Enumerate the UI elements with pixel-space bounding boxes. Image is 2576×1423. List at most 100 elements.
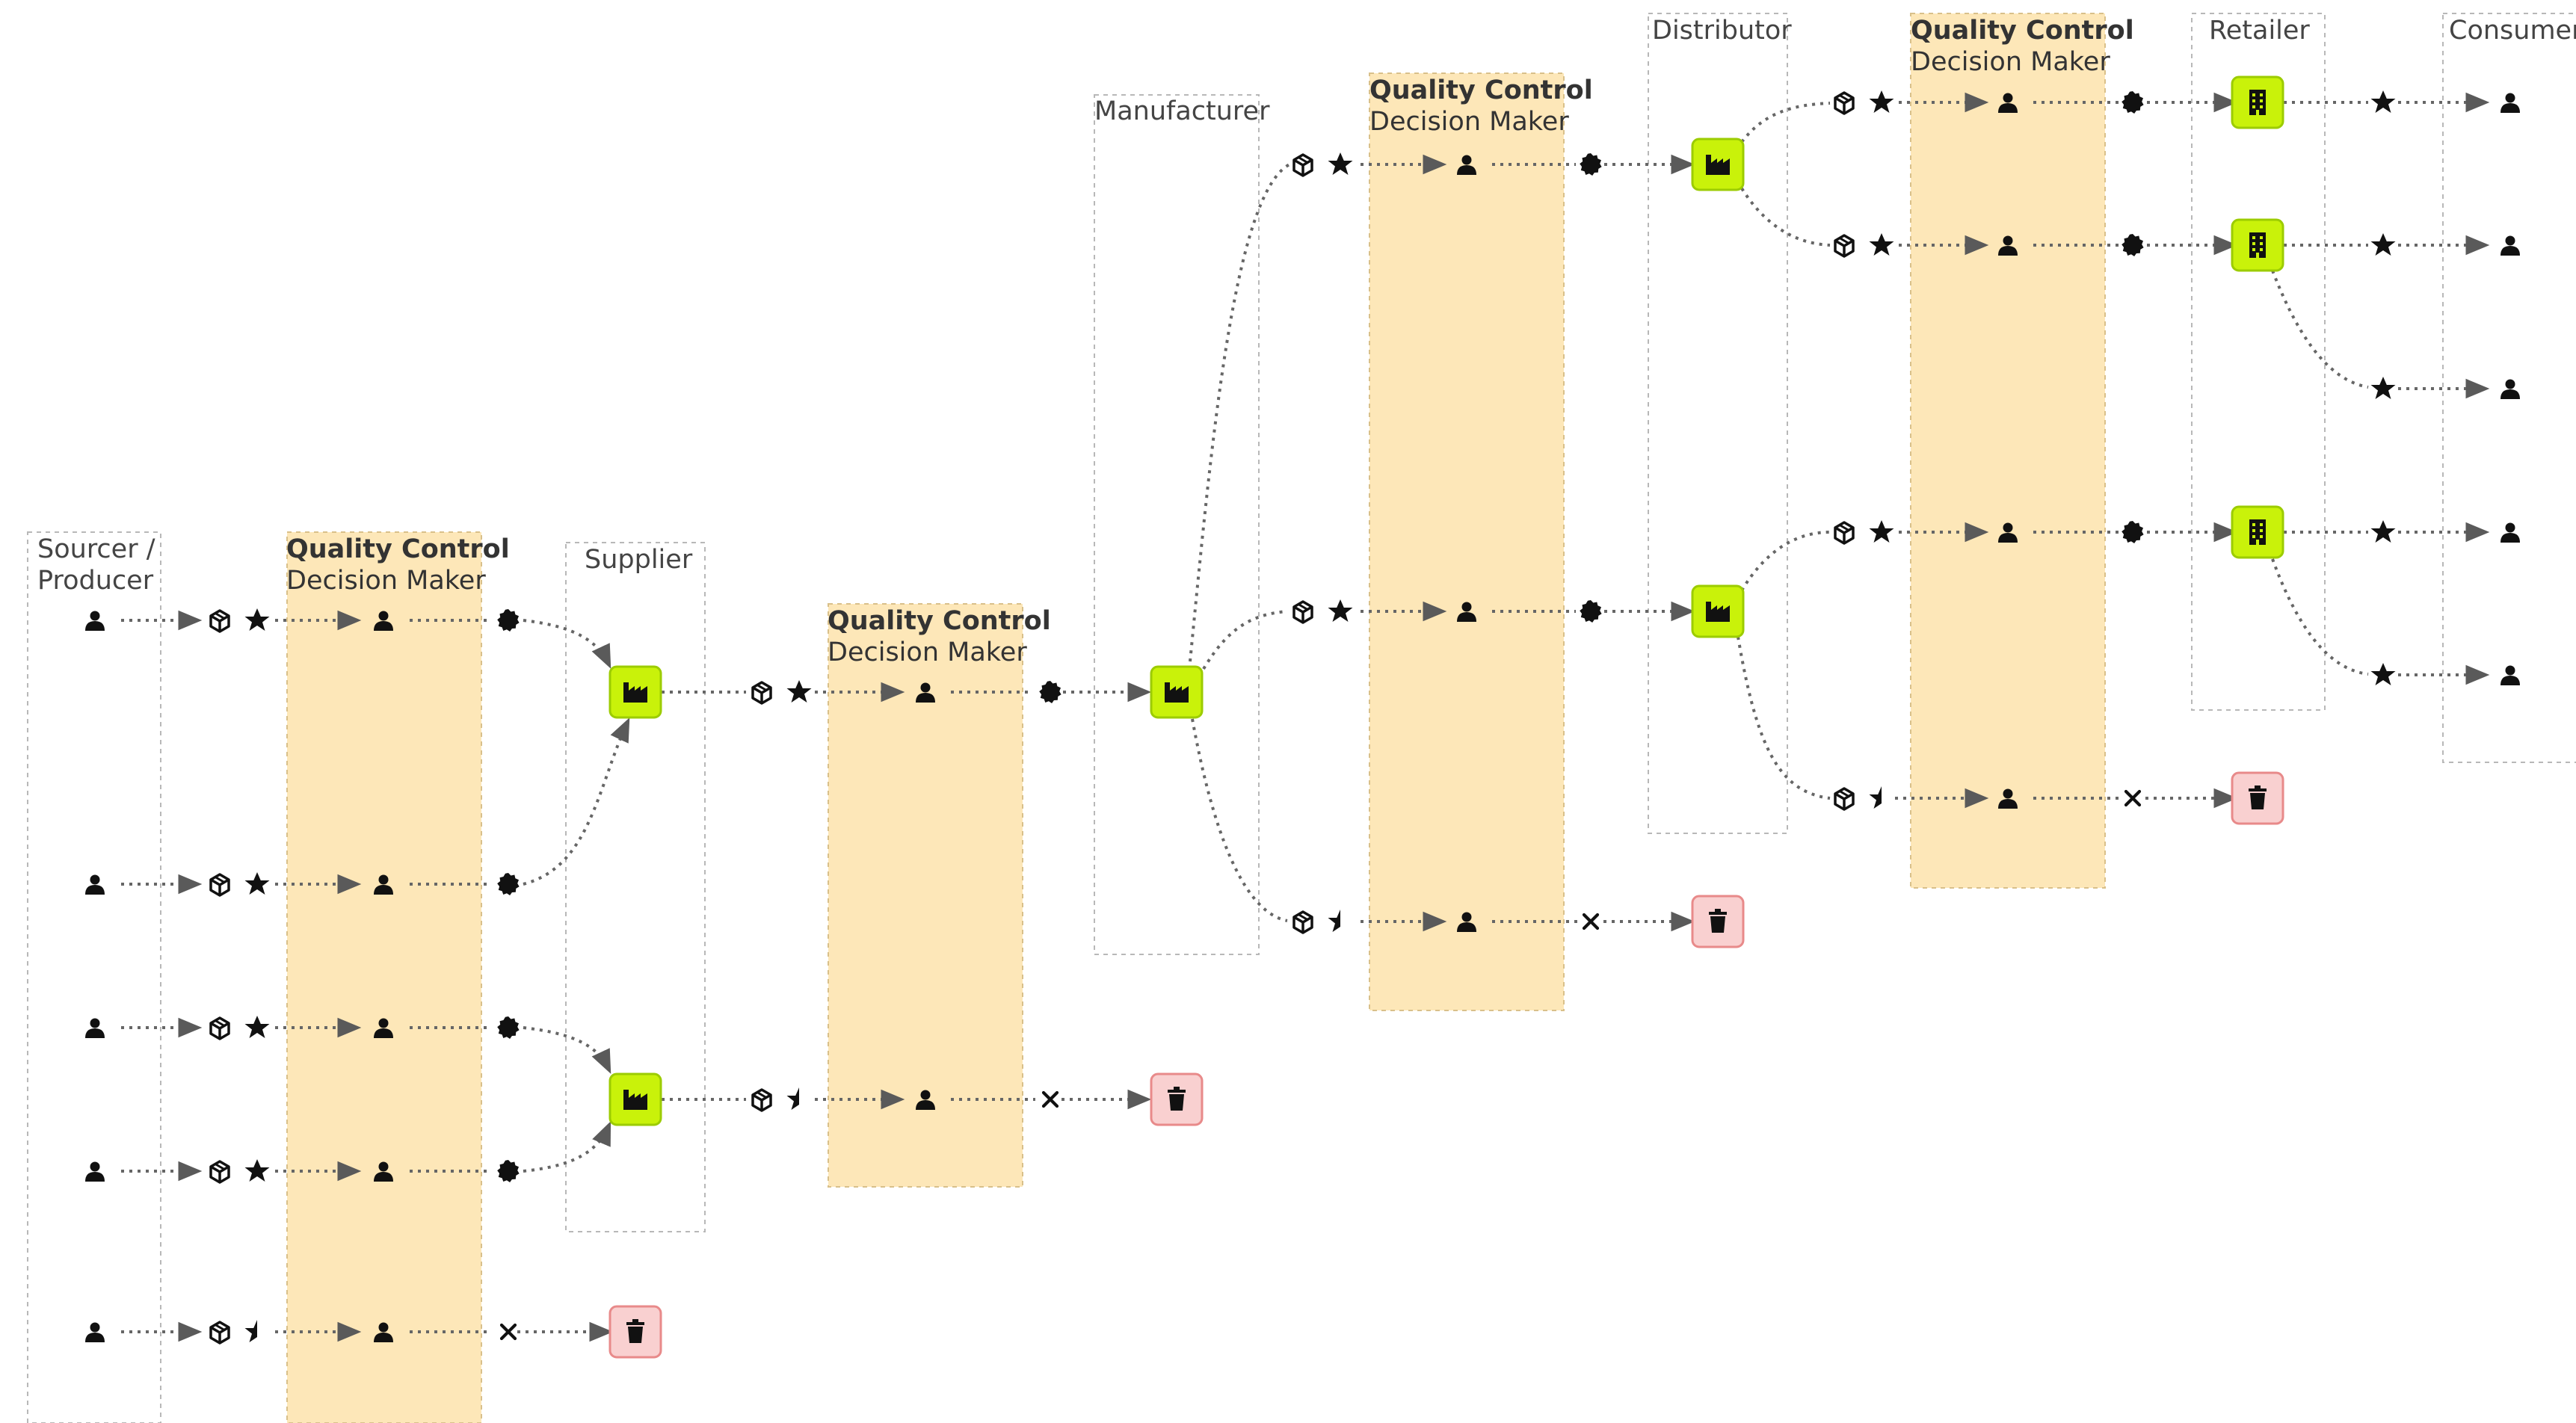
lanes [27,13,2576,1423]
edge [1191,718,1288,922]
package-icon [1834,234,1855,258]
waste-trash-icon [608,1305,662,1359]
package-icon [1292,910,1313,934]
star-icon [2370,233,2396,256]
star-icon [1328,152,1353,175]
edge [1740,531,1831,592]
labels: Sourcer / Producer Supplier Manufacturer… [37,16,2576,667]
star-icon [244,1016,270,1038]
edge [1740,102,1831,143]
edge [1202,610,1288,670]
package-icon [1834,91,1855,115]
star-icon [2370,90,2396,113]
package-icon [1834,521,1855,545]
half-star-icon [786,1087,799,1110]
edge [1189,163,1290,662]
star-icon [2370,663,2396,685]
qc-lane-3 [1369,72,1565,1011]
waste-trash-icon [1150,1072,1204,1126]
star-icon [244,608,270,631]
manufacturer-factory-icon [1150,665,1204,719]
star-icon [1869,520,1894,543]
supplier-lane [565,542,706,1232]
qc-3-title: Quality Control [1369,75,1593,105]
supplier-label: Supplier [585,545,693,575]
consumer-person-icon [2500,93,2520,113]
supplier-factory-icon [608,665,662,719]
qc-4-subtitle: Decision Maker [1911,47,2110,77]
manufacturer-lane [1094,94,1260,955]
star-icon [1869,90,1894,113]
half-star-icon [1869,786,1882,809]
star-icon [1328,599,1353,622]
half-star-icon [244,1320,257,1342]
package-icon [209,873,230,897]
star-icon [2370,377,2396,399]
reject-x-icon [2126,791,2139,805]
sourcer-label-line1: Sourcer / [37,534,155,564]
edge [1740,187,1831,247]
producer-person-icon [85,1161,105,1182]
approval-seal-icon [497,609,520,632]
qc-lane-1 [286,531,482,1423]
package-icon [209,1160,230,1184]
approval-seal-icon [1580,600,1602,623]
reject-x-icon [1584,915,1597,928]
package-icon [1292,153,1313,177]
consumer-person-icon [2500,522,2520,543]
waste-trash-icon [2231,771,2284,825]
distributor-factory-icon [1691,584,1745,638]
package-icon [1292,600,1313,624]
approval-seal-icon [1580,153,1602,176]
edge [2271,270,2369,389]
approval-seal-icon [2121,91,2144,114]
package-icon [209,1321,230,1345]
supplier-factory-icon [608,1072,662,1126]
qc-1-title: Quality Control [286,534,510,564]
distributor-factory-icon [1691,138,1745,191]
edge [2271,558,2369,676]
star-icon [786,680,812,703]
consumer-lane [2442,13,2576,763]
consumer-label: Consumer [2449,16,2576,46]
retailer-store-icon [2231,505,2284,559]
consumer-person-icon [2500,665,2520,685]
approval-seal-icon [2121,521,2144,543]
star-icon [2370,520,2396,543]
edge [523,1121,611,1173]
sourcer-label-line2: Producer [37,566,154,596]
qc-2-title: Quality Control [828,606,1051,636]
package-icon [751,1088,772,1112]
producer-person-icon [85,611,105,631]
approval-seal-icon [1039,681,1061,703]
package-icon [751,681,772,705]
manufacturer-label: Manufacturer [1094,96,1270,126]
producer-person-icon [85,1018,105,1038]
distributor-lane [1648,13,1788,834]
reject-x-icon [1044,1093,1057,1106]
waste-trash-icon [1691,895,1745,948]
qc-2-subtitle: Decision Maker [828,638,1027,667]
qc-3-subtitle: Decision Maker [1369,107,1569,137]
package-icon [1834,787,1855,811]
consumer-person-icon [2500,379,2520,399]
reject-x-icon [502,1325,515,1339]
approval-seal-icon [497,873,520,895]
edge [523,717,630,886]
edge [1737,636,1831,800]
retailer-label: Retailer [2209,16,2310,46]
consumer-person-icon [2500,235,2520,256]
half-star-icon [1328,910,1340,932]
star-icon [244,872,270,895]
package-icon [209,1016,230,1040]
qc-lane-4 [1910,13,2106,889]
edge [523,1026,611,1074]
retailer-store-icon [2231,218,2284,272]
approval-seal-icon [2121,234,2144,256]
retailer-lane [2191,13,2326,711]
sourcer-lane [27,531,161,1423]
retailer-store-icon [2231,75,2284,129]
package-icon [209,609,230,633]
star-icon [244,1159,270,1182]
